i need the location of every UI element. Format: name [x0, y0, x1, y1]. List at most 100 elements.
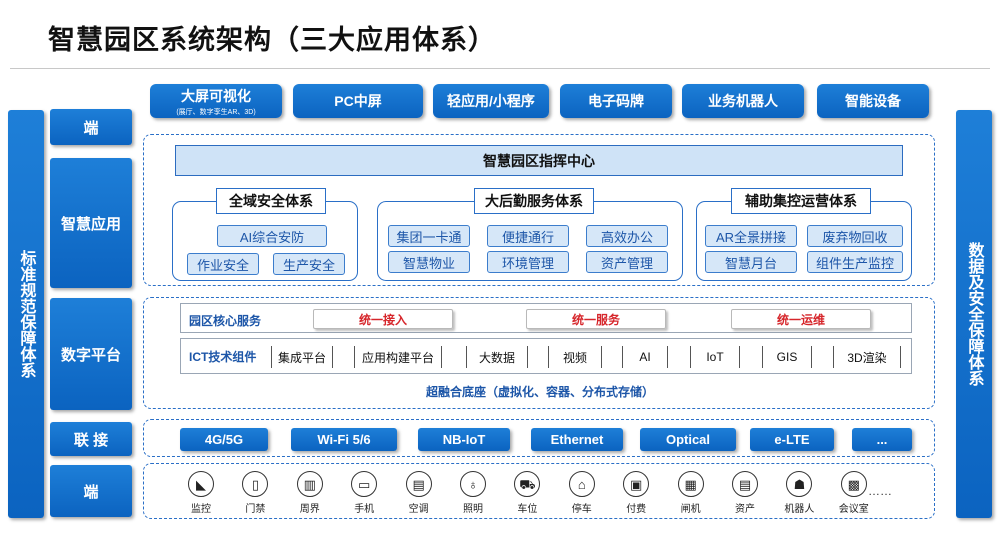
chip-environment: 环境管理	[487, 251, 569, 273]
conn-optical: Optical	[640, 428, 736, 451]
group-title: 大后勤服务体系	[474, 188, 594, 214]
conn-more: ...	[852, 428, 912, 451]
ict-ai: AI	[622, 346, 668, 368]
meeting-icon: ▩	[840, 471, 867, 497]
ict-iot: IoT	[690, 346, 740, 368]
conn-ethernet: Ethernet	[531, 428, 623, 451]
chip-property: 智慧物业	[388, 251, 470, 273]
device-4: ▤ 空调	[397, 471, 441, 515]
service-unified-ops: 统一运维	[731, 309, 871, 329]
device-area	[143, 463, 935, 519]
service-unified-access: 统一接入	[313, 309, 453, 329]
terminal-pc: PC中屏	[293, 84, 423, 118]
terminal-label: 业务机器人	[708, 93, 778, 109]
device-9: ▦ 闸机	[669, 471, 713, 515]
core-service-label: 园区核心服务	[189, 314, 262, 328]
device-3: ▭手机	[342, 471, 386, 515]
fence-icon: ▥	[296, 471, 323, 497]
device-label: 车位	[517, 504, 538, 515]
bulb-icon: ♁	[460, 471, 486, 497]
terminal-smart-device: 智能设备	[817, 84, 929, 118]
device-label: 付费	[626, 504, 647, 515]
device-label: 空调	[408, 504, 429, 515]
connect-area	[143, 419, 935, 457]
ict-label: ICT技术组件	[189, 350, 257, 364]
layer-terminal-top: 端	[50, 109, 132, 145]
conn-e-lte: e-LTE	[750, 428, 834, 451]
parking-icon: ⌂	[568, 471, 595, 497]
ict-gis: GIS	[762, 346, 812, 368]
ict-app-builder: 应用构建平台	[354, 346, 442, 368]
terminal-label: 轻应用/小程序	[447, 93, 535, 109]
chip-ar-panorama: AR全景拼接	[705, 225, 797, 247]
terminal-label: PC中屏	[334, 93, 382, 109]
device-8: ▣ 付费	[614, 471, 658, 515]
device-label: 停车	[571, 504, 592, 515]
device-1: ▯ 门禁	[233, 471, 277, 515]
left-side-label: 标准规范保障体系	[17, 250, 35, 378]
chip-production-monitor: 组件生产监控	[807, 251, 903, 273]
device-label: 照明	[463, 504, 483, 515]
chip-ai-security: AI综合安防	[217, 225, 327, 247]
device-11: ☗ 机器人	[777, 471, 821, 515]
terminal-label: 智能设备	[845, 93, 901, 109]
chip-office: 高效办公	[586, 225, 668, 247]
terminal-label: 大屏可视化	[181, 87, 251, 104]
chip-easy-access: 便捷通行	[487, 225, 569, 247]
chip-smart-platform: 智慧月台	[705, 251, 797, 273]
title-divider	[10, 68, 990, 69]
smart-app-area	[143, 134, 935, 286]
device-label: 机器人	[784, 504, 815, 515]
left-side-standards: 标准规范保障体系	[8, 110, 44, 518]
asset-icon: ▤	[732, 471, 758, 497]
page-title: 智慧园区系统架构（三大应用体系）	[48, 25, 496, 55]
terminal-big-screen: 大屏可视化 (展厅、数字孪生AR、3D)	[150, 84, 282, 118]
payment-icon: ▣	[623, 471, 650, 497]
chip-waste-recycle: 废弃物回收	[807, 225, 903, 247]
device-10: ▤ 资产	[723, 471, 767, 515]
layer-smart-app: 智慧应用	[50, 158, 132, 288]
terminal-label: 电子码牌	[588, 93, 644, 109]
device-label: 监控	[191, 504, 211, 515]
device-7: ⌂ 停车	[560, 471, 604, 515]
device-12: ▩ 会议室	[832, 471, 876, 515]
ict-3d-render: 3D渲染	[833, 346, 901, 368]
phone-icon: ▭	[351, 471, 378, 497]
hyper-converged-base: 超融合底座（虚拟化、容器、分布式存储）	[425, 385, 654, 399]
ac-icon: ▤	[405, 471, 432, 497]
layer-terminal-bottom: 端	[50, 465, 132, 517]
conn-wifi: Wi-Fi 5/6	[291, 428, 397, 451]
device-5: ♁ 照明	[451, 471, 495, 515]
device-6: ⛟ 车位	[505, 471, 549, 515]
terminal-sub: (展厅、数字孪生AR、3D)	[176, 108, 256, 116]
device-0: ◣ 监控	[179, 471, 223, 515]
terminal-mini-app: 轻应用/小程序	[433, 84, 549, 118]
device-label: 会议室	[838, 504, 869, 515]
gate-icon: ▦	[677, 471, 704, 497]
device-label: 周界	[299, 504, 320, 515]
right-side-label: 数据及安全保障体系	[965, 242, 983, 386]
ict-video: 视频	[548, 346, 602, 368]
car-icon: ⛟	[514, 471, 541, 497]
ict-row	[180, 338, 912, 374]
terminal-robot: 业务机器人	[682, 84, 804, 118]
ict-bigdata: 大数据	[466, 346, 528, 368]
chip-asset: 资产管理	[586, 251, 668, 273]
layer-digital-platform: 数字平台	[50, 298, 132, 410]
command-center: 智慧园区指挥中心	[175, 145, 903, 176]
device-label: 门禁	[245, 504, 266, 515]
camera-icon: ◣	[188, 471, 214, 497]
conn-4g-5g: 4G/5G	[180, 428, 268, 451]
right-side-security: 数据及安全保障体系	[956, 110, 992, 518]
chip-group-card: 集团一卡通	[388, 225, 470, 247]
door-icon: ▯	[242, 471, 269, 497]
robot-icon: ☗	[786, 471, 813, 497]
device-label: 资产	[735, 504, 755, 515]
device-2: ▥ 周界	[288, 471, 332, 515]
devices-more: ……	[868, 484, 892, 498]
layer-connect: 联 接	[50, 422, 132, 456]
service-unified-service: 统一服务	[526, 309, 666, 329]
device-label: 闸机	[680, 504, 701, 515]
group-title: 全域安全体系	[216, 188, 326, 214]
group-title: 辅助集控运营体系	[731, 188, 871, 214]
